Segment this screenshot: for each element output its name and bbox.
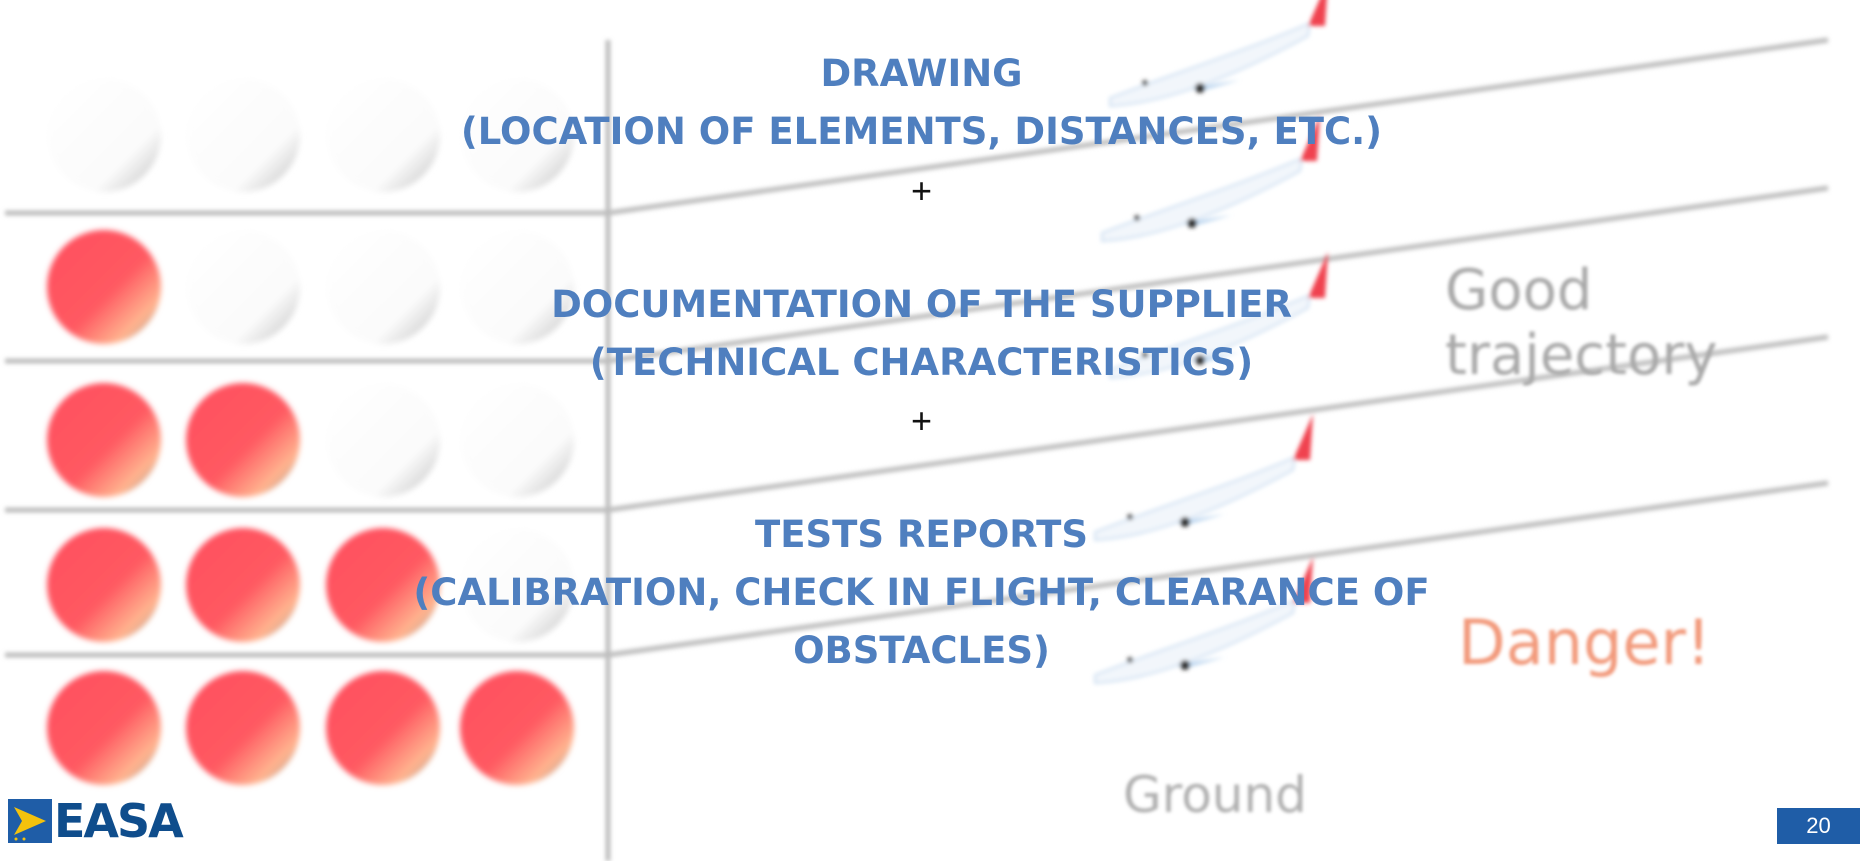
- indicator-light-white: [460, 528, 574, 642]
- indicator-light-white: [326, 78, 440, 192]
- indicator-light-red: [186, 528, 300, 642]
- danger-label: Danger!: [1458, 606, 1711, 679]
- indicator-light-white: [186, 230, 300, 344]
- drawing-subtitle: (LOCATION OF ELEMENTS, DISTANCES, ETC.): [460, 110, 1383, 153]
- indicator-light-red: [186, 671, 300, 785]
- drawing-title: DRAWING: [820, 52, 1023, 95]
- indicator-light-white: [460, 78, 574, 192]
- aircraft-icon: [1109, 0, 1327, 108]
- indicator-light-red: [47, 230, 161, 344]
- aircraft-icon: [1094, 414, 1313, 542]
- easa-logo-icon: [8, 799, 52, 843]
- indicator-light-white: [326, 383, 440, 497]
- plus-sign-1: +: [910, 170, 933, 211]
- indicator-light-white: [47, 78, 161, 192]
- page-number: 20: [1777, 808, 1860, 844]
- tests-reports-subtitle-1: (CALIBRATION, CHECK IN FLIGHT, CLEARANCE…: [413, 571, 1430, 614]
- indicator-light-white: [326, 230, 440, 344]
- supplier-doc-title: DOCUMENTATION OF THE SUPPLIER: [551, 283, 1292, 326]
- aircraft-icon: [1109, 252, 1328, 380]
- tests-reports-subtitle-2: OBSTACLES): [793, 629, 1050, 672]
- tests-reports-title: TESTS REPORTS: [755, 513, 1088, 556]
- good-trajectory-label: Good trajectory: [1445, 258, 1718, 388]
- aircraft-icon: [1101, 115, 1320, 243]
- aircraft-icon: [1094, 557, 1313, 685]
- indicator-light-red: [460, 671, 574, 785]
- indicator-light-red: [186, 383, 300, 497]
- indicator-light-red: [326, 528, 440, 642]
- easa-logo: EASA: [8, 794, 184, 848]
- ground-label: Ground: [1123, 766, 1307, 824]
- indicator-light-red: [47, 671, 161, 785]
- supplier-doc-subtitle: (TECHNICAL CHARACTERISTICS): [589, 341, 1254, 384]
- drawing-heading: DRAWING (LOCATION OF ELEMENTS, DISTANCES…: [0, 45, 1843, 161]
- indicator-light-red: [47, 528, 161, 642]
- easa-logo-text: EASA: [54, 794, 184, 848]
- indicator-light-white: [186, 78, 300, 192]
- indicator-light-red: [47, 383, 161, 497]
- indicator-light-white: [460, 230, 574, 344]
- plus-sign-2: +: [910, 400, 933, 441]
- indicator-light-red: [326, 671, 440, 785]
- tests-reports-heading: TESTS REPORTS (CALIBRATION, CHECK IN FLI…: [0, 506, 1843, 680]
- supplier-doc-heading: DOCUMENTATION OF THE SUPPLIER (TECHNICAL…: [0, 276, 1843, 392]
- indicator-light-white: [460, 383, 574, 497]
